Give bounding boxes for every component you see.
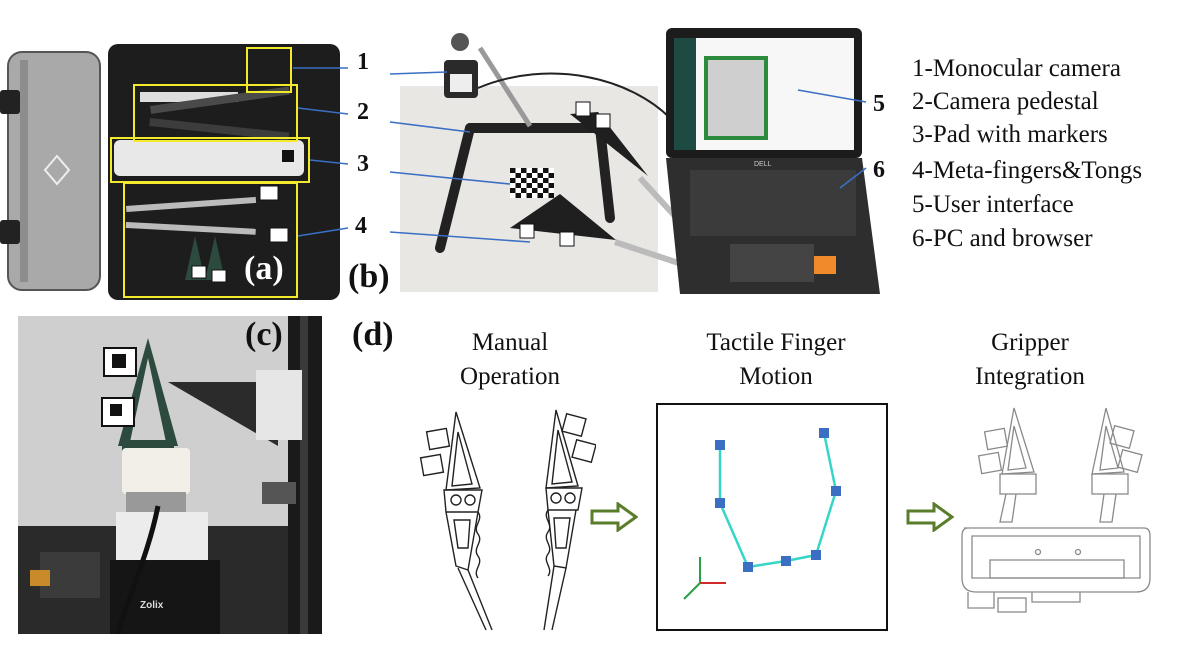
trajectory-marker <box>811 550 821 560</box>
stage-3-caption: Gripper Integration <box>960 326 1100 394</box>
stage-1-caption: Manual Operation <box>430 326 590 394</box>
stage-2-line1: Tactile Finger <box>706 329 846 356</box>
gripper-integration-drawing <box>961 407 1151 613</box>
legend-item-4: 4-Meta-fingers&Tongs <box>912 157 1143 184</box>
legend-item-3: 3-Pad with markers <box>912 121 1108 148</box>
trajectory-marker <box>819 428 829 438</box>
stage-brand: Zolix <box>140 600 164 611</box>
callout-1: 1 <box>357 49 369 75</box>
axis-triad <box>683 557 726 600</box>
callout-4: 4 <box>355 213 367 239</box>
motion-trajectory <box>683 428 841 600</box>
callout-6: 6 <box>873 157 885 183</box>
highlight-camera <box>246 47 292 93</box>
trajectory-marker <box>831 486 841 496</box>
trajectory-marker <box>781 556 791 566</box>
legend-item-1: 1-Monocular camera <box>912 55 1121 82</box>
callout-5: 5 <box>873 91 885 117</box>
callout-3: 3 <box>357 151 369 177</box>
photo-c-test-rig: Zolix <box>18 316 322 634</box>
trajectory-marker <box>715 440 725 450</box>
callout-2: 2 <box>357 99 369 125</box>
stage-1-line2: Operation <box>460 363 560 390</box>
laptop-brand: DELL <box>754 161 772 168</box>
stage-2-caption: Tactile Finger Motion <box>676 326 876 394</box>
legend-item-2: 2-Camera pedestal <box>912 88 1099 115</box>
stage-2-line2: Motion <box>739 363 813 390</box>
highlight-fingers-tongs <box>123 182 298 298</box>
panel-label-b: (b) <box>348 258 390 295</box>
hollow-right-arrow-icon <box>590 502 638 532</box>
panel-label-c: (c) <box>245 316 283 353</box>
legend-item-5: 5-User interface <box>912 191 1074 218</box>
stage-1-line1: Manual <box>471 329 549 356</box>
stage-3-line2: Integration <box>975 363 1085 390</box>
legend-item-6: 6-PC and browser <box>912 225 1093 252</box>
panel-label-d: (d) <box>352 316 394 353</box>
panel-label-a: (a) <box>244 250 284 287</box>
motion-plot-frame <box>656 403 888 631</box>
manual-operation-drawing <box>419 409 596 631</box>
stage-3-line1: Gripper <box>991 329 1069 356</box>
photo-b-setup: DELL <box>400 18 900 300</box>
hollow-right-arrow-icon <box>906 502 954 532</box>
trajectory-marker <box>743 562 753 572</box>
photo-a-kit <box>0 40 340 302</box>
trajectory-marker <box>715 498 725 508</box>
leader-lines <box>293 67 867 243</box>
highlight-pedestal <box>133 84 298 142</box>
